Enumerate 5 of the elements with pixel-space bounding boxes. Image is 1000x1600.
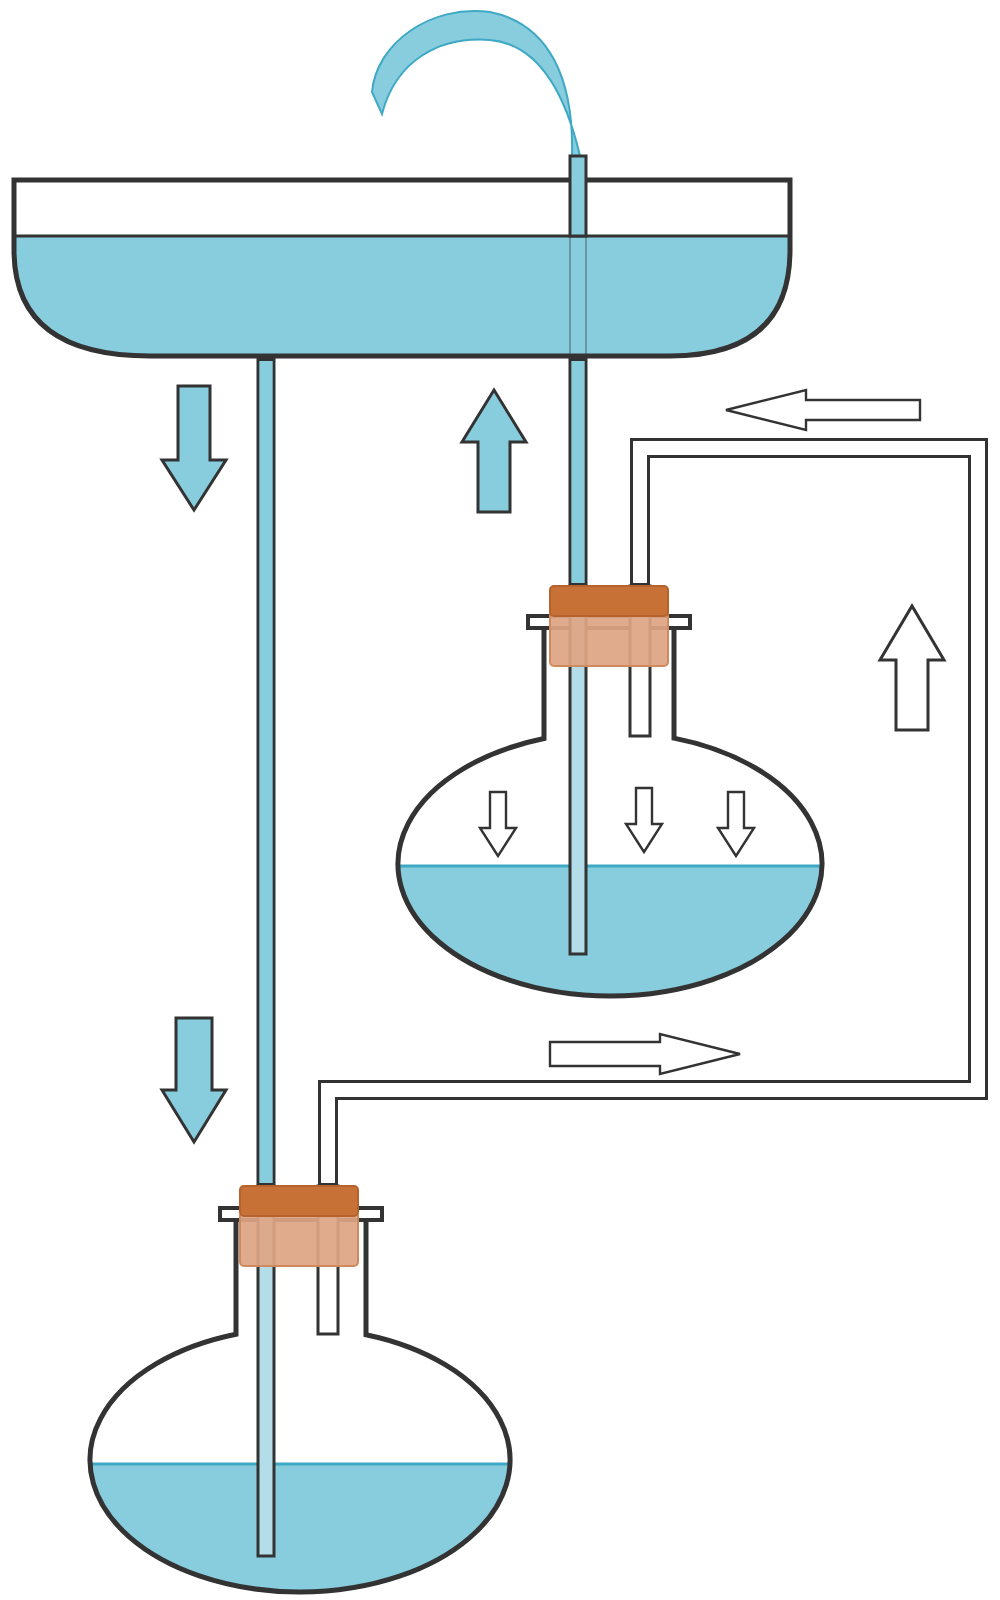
tube — [568, 358, 588, 586]
tube — [318, 438, 988, 1186]
tube — [256, 358, 276, 1186]
round-flask — [86, 1184, 514, 1598]
water-basin — [10, 6, 794, 360]
